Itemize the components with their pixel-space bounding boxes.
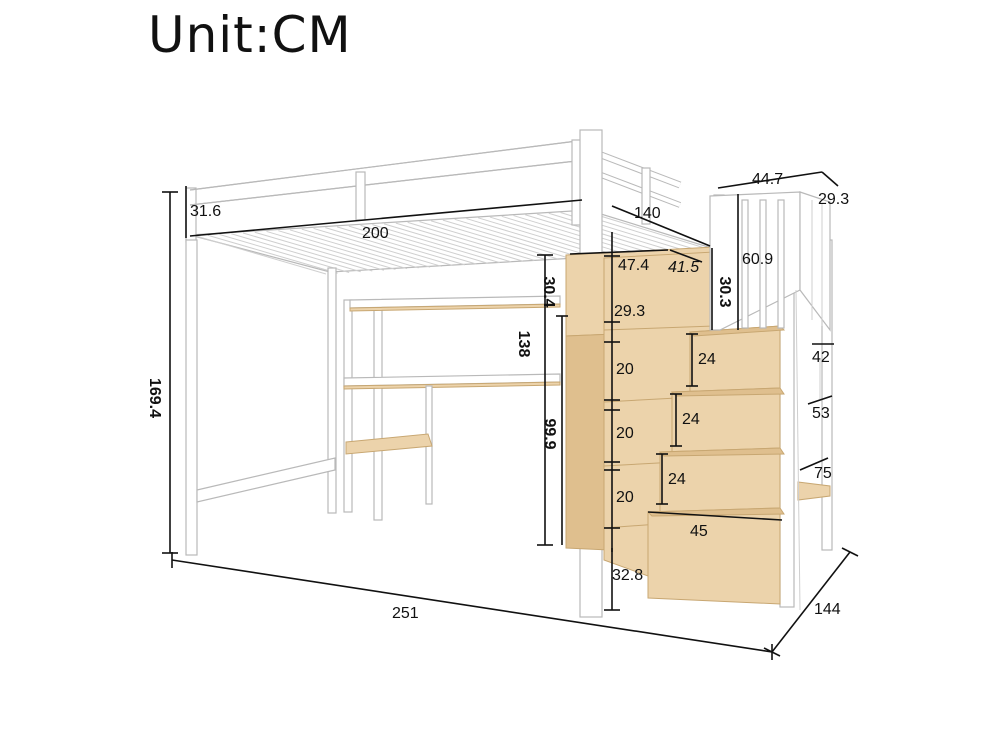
label-platform-depth: 47.4 (618, 257, 649, 274)
label-desk-height: 99.9 (541, 418, 558, 449)
label-drawer-3: 20 (616, 489, 634, 506)
bed-slat (266, 230, 396, 270)
label-railing-depth: 29.3 (818, 191, 849, 208)
label-platform-width: 41.5 (668, 259, 699, 276)
label-drawer-1: 20 (616, 361, 634, 378)
label-total-length: 251 (392, 605, 419, 622)
bed-slat (442, 219, 570, 259)
front-left-leg (185, 239, 198, 556)
bed-slat (219, 234, 350, 273)
bed-slat (583, 210, 709, 250)
side-rail-post (641, 167, 651, 225)
bed-slat (195, 235, 327, 275)
bed-slat (289, 229, 419, 269)
bed-slat (336, 226, 466, 266)
bed-slats (195, 210, 709, 275)
stair-steps (646, 325, 831, 605)
label-bed-length: 200 (362, 225, 389, 242)
label-rail-gap-42: 42 (812, 349, 830, 366)
bed-slat (348, 225, 477, 265)
bed-slat (372, 224, 500, 264)
label-underside-height: 138 (515, 331, 532, 358)
bed-slat (313, 227, 442, 267)
dimension-labels: 169.4 31.6 200 140 47.4 41.5 30.4 30.3 6… (146, 171, 849, 622)
label-bed-width: 140 (634, 205, 661, 222)
label-guardrail-height: 31.6 (190, 203, 221, 220)
unit-title: Unit:CM (148, 6, 352, 64)
bed-slat (301, 228, 431, 268)
bed-slat (207, 234, 338, 274)
bed-slat (395, 222, 523, 262)
bed-slat (454, 218, 581, 258)
bed-slat (360, 224, 489, 264)
bed-slat (254, 231, 385, 271)
stair-handrail (709, 191, 831, 611)
bed-slat (383, 223, 512, 263)
bed-slat (466, 218, 593, 258)
bed-slat (431, 220, 558, 260)
label-step-3: 24 (668, 471, 686, 488)
label-rail-gap-75: 75 (814, 465, 832, 482)
bed-slat (278, 230, 408, 270)
loft-bed-illustration (185, 129, 833, 618)
label-first-cell: 29.3 (614, 303, 645, 320)
label-railing-width: 44.7 (752, 171, 783, 188)
bed-slat (548, 212, 674, 252)
label-rail-gap-53: 53 (812, 405, 830, 422)
label-top-gap: 30.4 (540, 276, 557, 307)
label-step-1: 24 (698, 351, 716, 368)
rear-left-leg (327, 267, 337, 514)
bed-slat (501, 215, 628, 255)
label-overall-height: 169.4 (146, 378, 163, 418)
bed-slat (242, 232, 373, 272)
label-bottom-clearance: 32.8 (612, 567, 643, 584)
bed-slat (419, 221, 547, 261)
label-drawer-2: 20 (616, 425, 634, 442)
guardrail-post-mid (355, 171, 366, 221)
label-step-width: 45 (690, 523, 708, 540)
bed-slat (325, 227, 454, 267)
label-railing-height: 60.9 (742, 251, 773, 268)
bed-slat (407, 221, 535, 261)
label-top-gap-right: 30.3 (716, 276, 733, 307)
dimension-lines (162, 171, 859, 660)
bed-slat (513, 215, 639, 255)
label-total-width: 144 (814, 601, 841, 618)
bed-slat (231, 233, 361, 273)
label-step-2: 24 (682, 411, 700, 428)
desk-lower-board (345, 433, 433, 455)
